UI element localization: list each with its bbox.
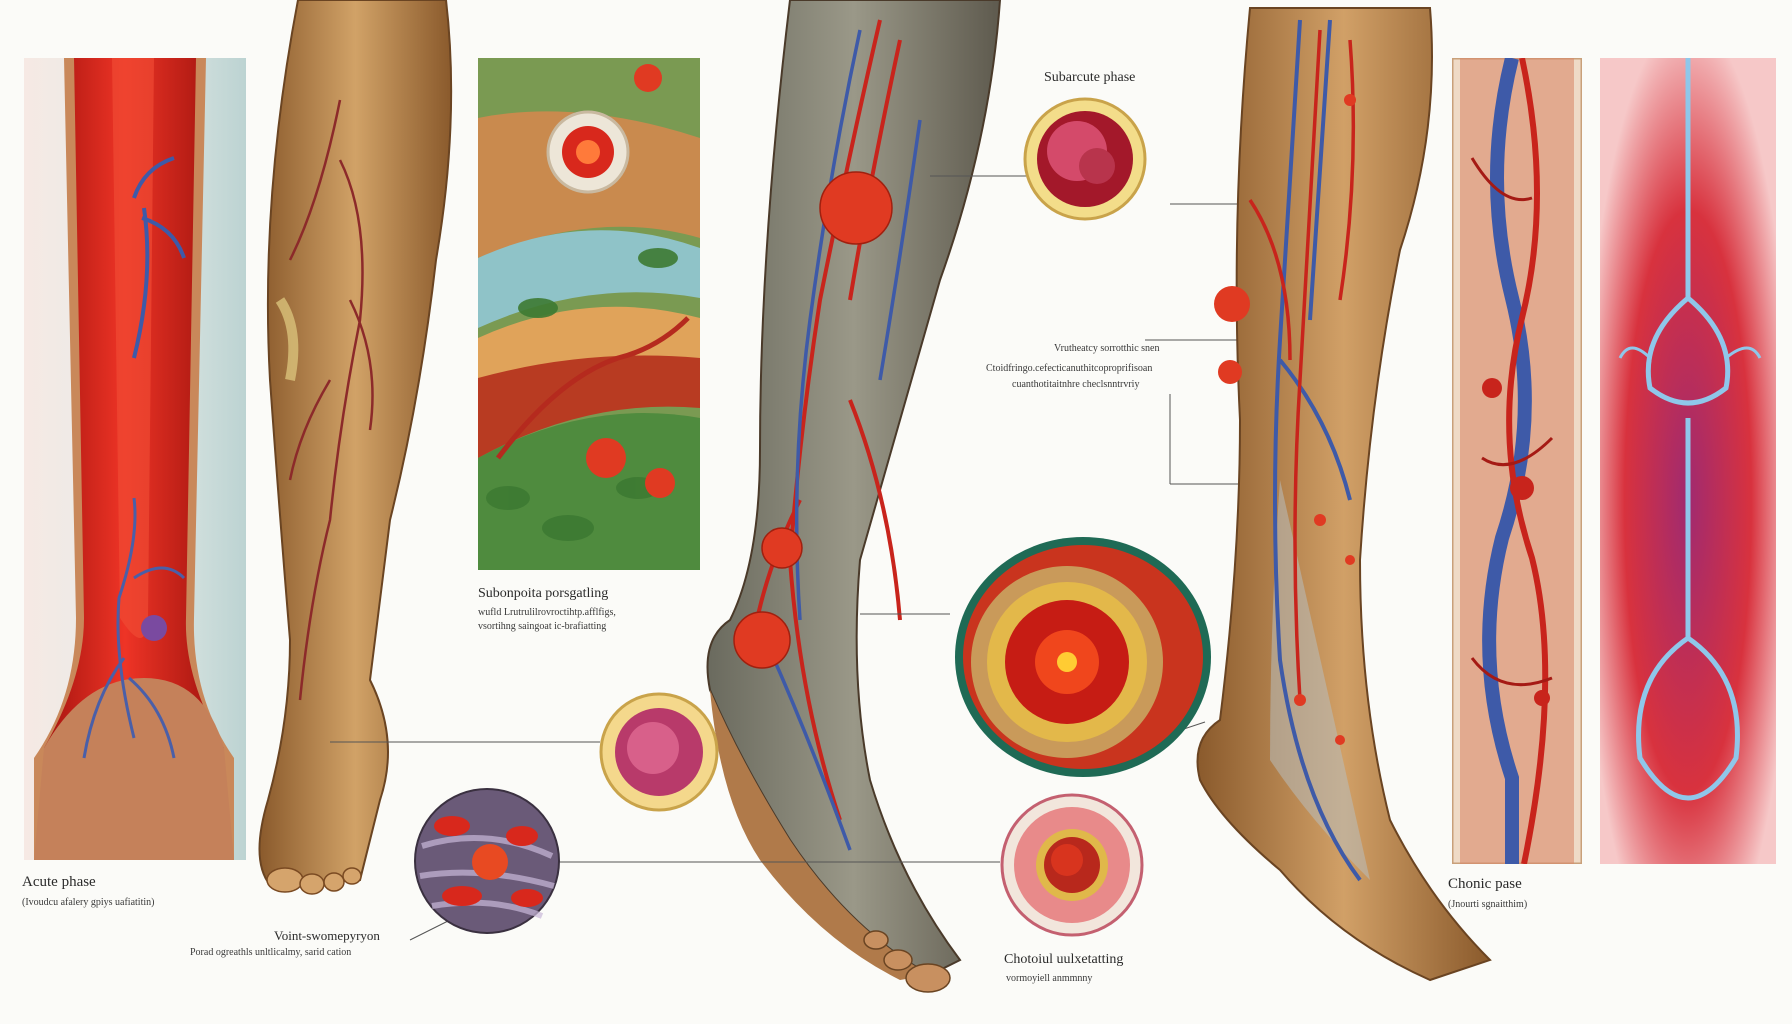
chotoid-title: Chotoiul uulxetatting <box>1004 952 1124 967</box>
acute-vessel-illustration <box>24 58 246 860</box>
leg-3-illustration <box>1190 0 1510 1000</box>
chotoid-magnified-circle <box>999 792 1145 938</box>
tissue-section-panel <box>478 58 700 570</box>
acute-clot <box>141 615 167 641</box>
chronic-vessel-panel <box>1452 58 1582 864</box>
leg2-clot-large <box>819 171 893 245</box>
acute-vessel-panel <box>24 58 246 860</box>
chronic-phase-subtitle: (Jnourti sgnaitthim) <box>1448 899 1528 910</box>
acute-phase-title: Acute phase <box>22 874 96 890</box>
voint-title: Voint-swomepyryon <box>274 928 380 943</box>
subacute-magnified-circle <box>1022 96 1148 222</box>
mid-note-line-2: Ctoidfringo.cefecticanuthitcoproprifisoa… <box>986 363 1153 374</box>
voint-magnified-circle-pink <box>597 690 721 814</box>
subponit-subtitle-1: wufld Lrutrulilrovroctihtp.afflfigs, <box>478 607 616 618</box>
leg3-clot <box>1214 286 1250 322</box>
mid-note-line-3: cuanthotitaitnhre checlsnntrvriy <box>1012 379 1140 390</box>
chronic-phase-title: Chonic pase <box>1448 876 1522 892</box>
subponit-subtitle-2: vsortihng saingoat ic-brafiatting <box>478 621 607 632</box>
acute-phase-subtitle: (Ivoudcu afalery gpiys uafiatitin) <box>22 897 155 908</box>
tissue-clot <box>586 438 626 478</box>
leg-1-illustration <box>250 0 470 900</box>
voint-subtitle: Porad ogreathls unltlicalmy, sarid catio… <box>190 947 352 958</box>
glow-vessel-panel <box>1600 58 1776 864</box>
subacute-phase-title: Subarcute phase <box>1044 70 1136 85</box>
leg-2-illustration <box>700 0 1020 1000</box>
voint-magnified-circle-tissue <box>412 786 562 936</box>
cross-section-magnified-circle <box>952 534 1214 780</box>
mid-note-line-1: Vrutheatcy sorrotthic snen <box>1054 343 1160 354</box>
chotoid-subtitle: vormoyiell anmmnny <box>1006 973 1093 984</box>
subponit-title: Subonpoita porsgatling <box>478 586 609 601</box>
